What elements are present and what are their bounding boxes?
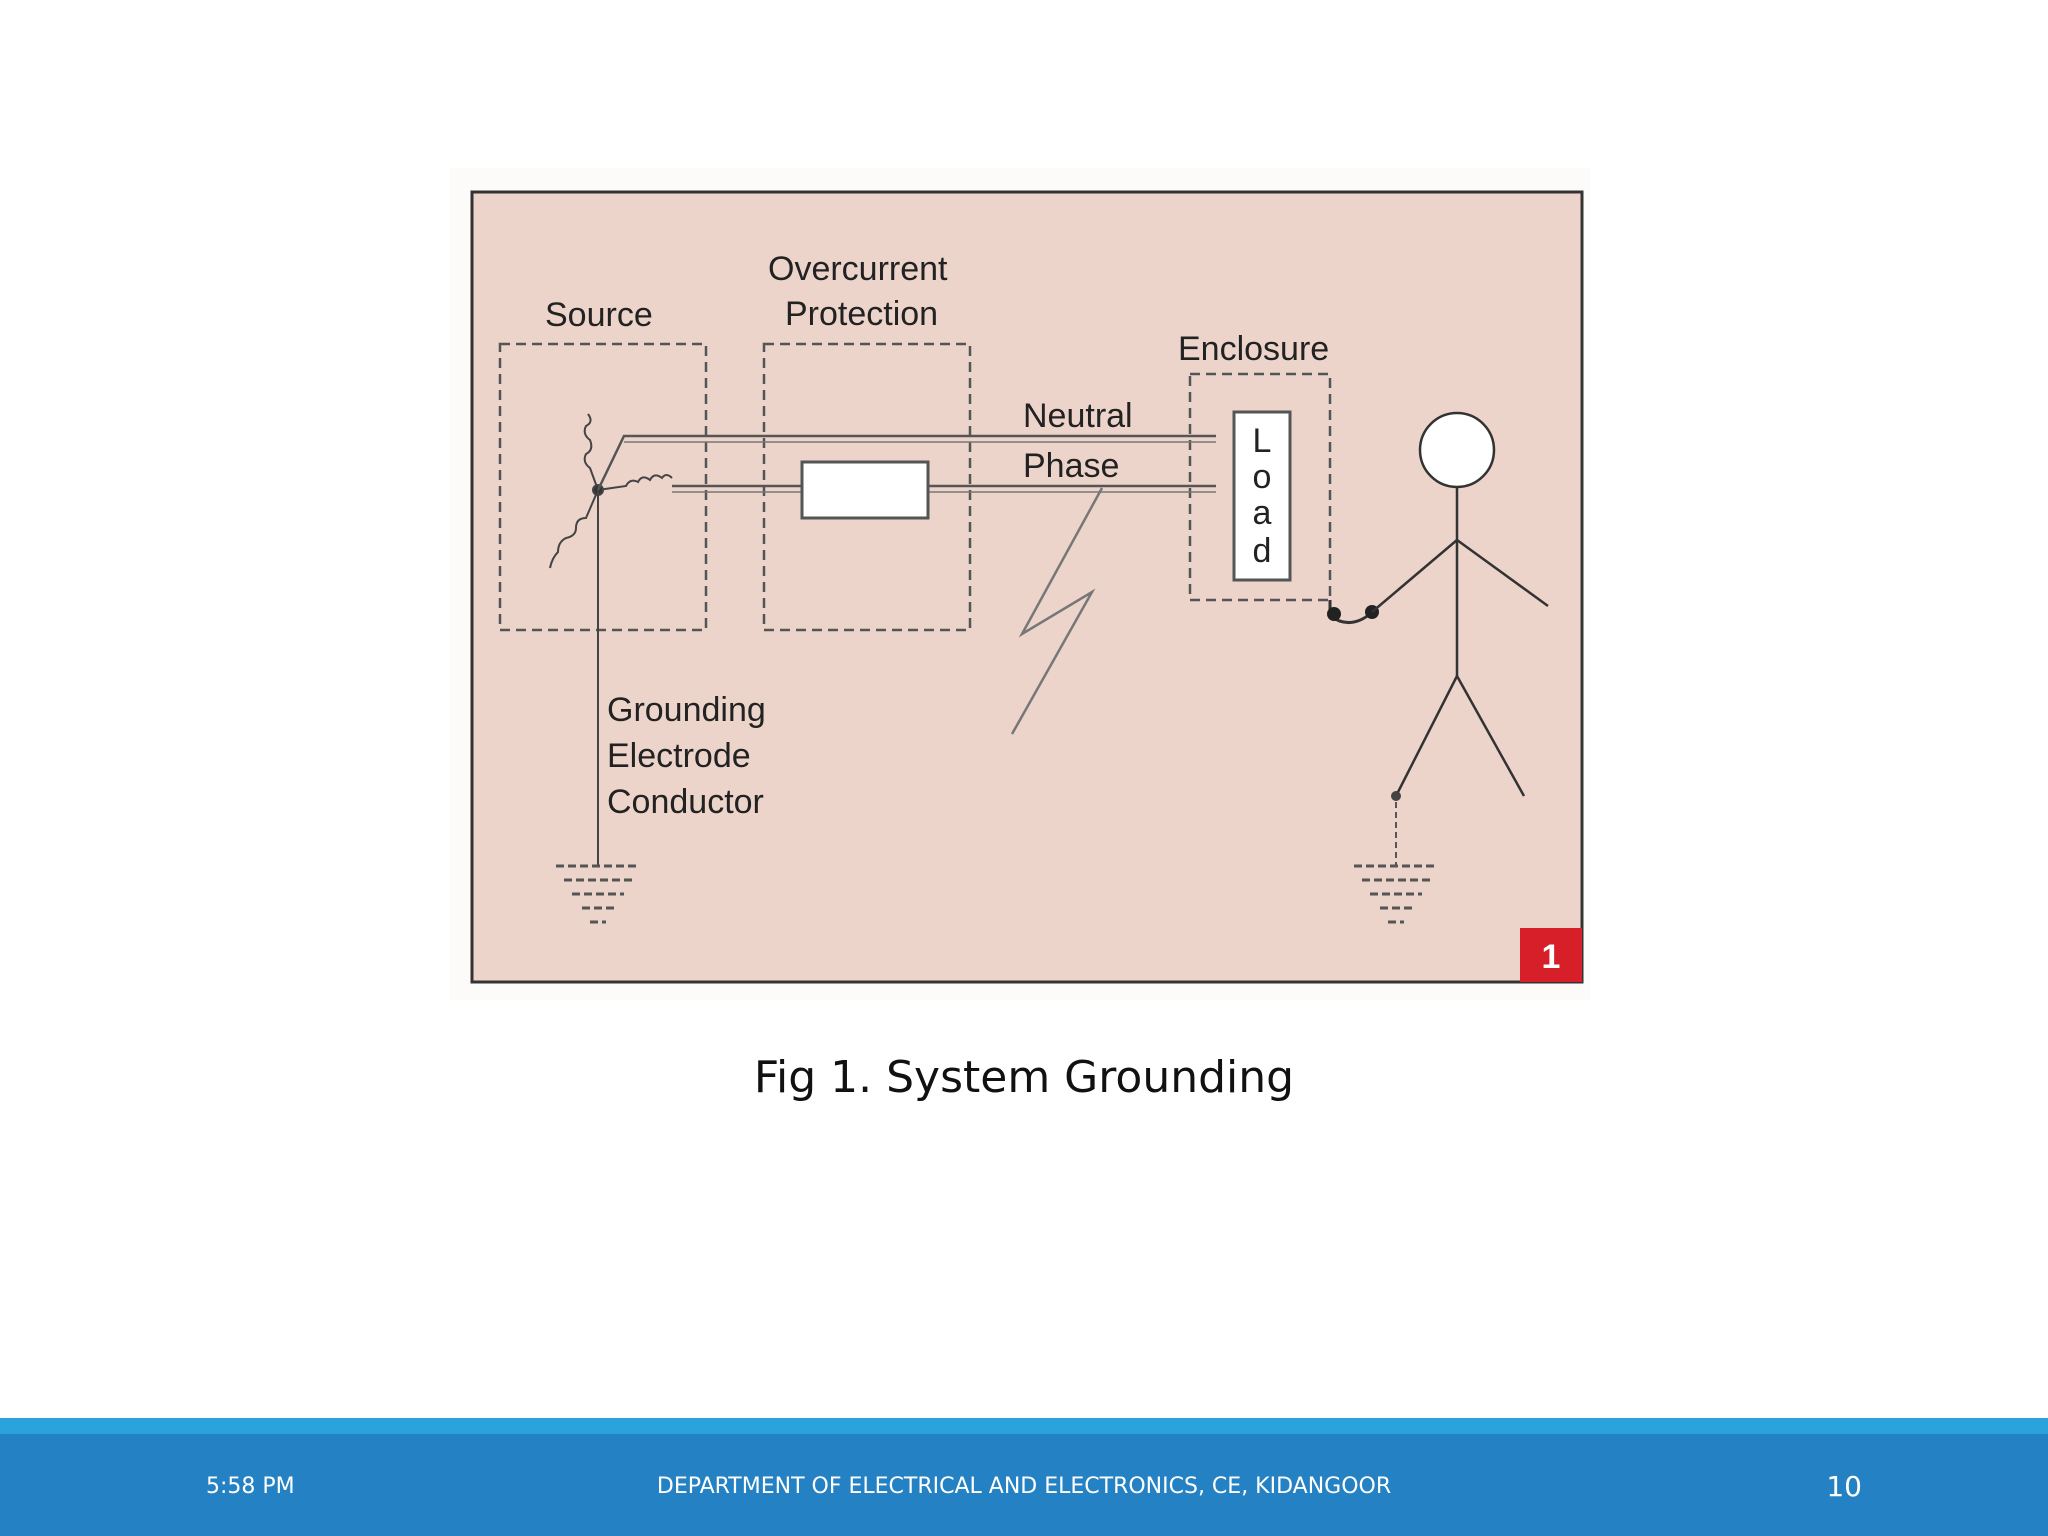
label-protection: Protection [785,295,938,333]
label-grounding: Grounding [607,691,766,729]
footer-time: 5:58 PM [206,1474,295,1499]
load-box [1232,410,1292,582]
footer-department: DEPARTMENT OF ELECTRICAL AND ELECTRONICS… [656,1474,1392,1499]
figure-caption: Fig 1. System Grounding [753,1052,1295,1103]
source-box [498,342,708,632]
fault-lightning-icon [1010,487,1104,735]
load-letter: d [1253,532,1272,570]
label-enclosure: Enclosure [1178,330,1329,368]
figure-number-badge [1520,928,1582,982]
label-source: Source [545,296,653,334]
label-neutral: Neutral [1023,397,1133,435]
footer-accent-stripe [0,1418,2048,1434]
load-letter: a [1253,494,1272,532]
person-figure [1371,411,1549,797]
label-phase: Phase [1023,447,1119,485]
figure-image: Source Overcurrent Protection Enclosure … [450,168,1590,1000]
overcurrent-device [800,460,930,520]
slide-footer: 5:58 PM DEPARTMENT OF ELECTRICAL AND ELE… [0,1434,2048,1536]
person-ground-symbol [1354,864,1438,924]
enclosure-box [1188,372,1332,602]
label-conductor: Conductor [607,783,764,821]
load-letter: L [1253,422,1272,460]
label-electrode: Electrode [607,737,751,775]
source-ground-symbol [556,864,640,924]
label-overcurrent: Overcurrent [768,250,948,288]
diagram-panel [470,190,1584,984]
load-letter: o [1253,458,1272,496]
figure-number: 1 [1542,938,1561,976]
neutral-conductor [596,434,1216,491]
slide-number: 10 [1826,1470,1862,1503]
system-grounding-diagram: Source Overcurrent Protection Enclosure … [470,190,1584,984]
